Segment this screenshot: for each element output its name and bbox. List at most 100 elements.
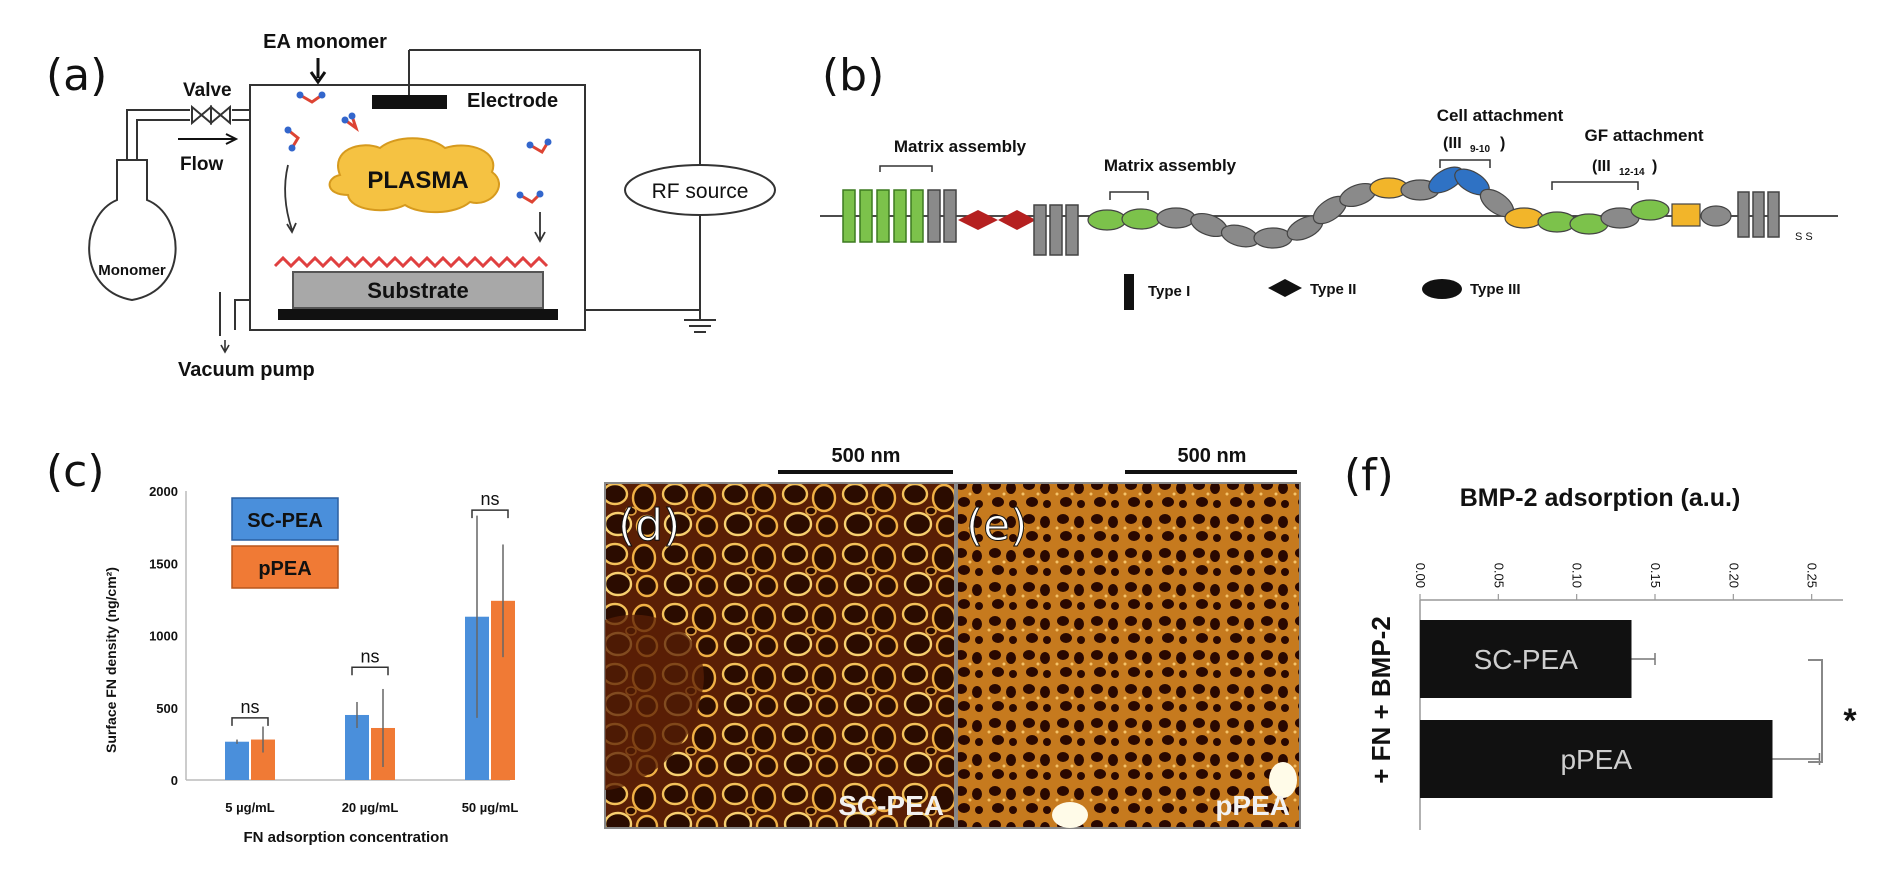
legend-ppea-label: pPEA xyxy=(258,558,311,580)
svg-text:): ) xyxy=(1500,135,1505,152)
panel-a: (a) RF source Electrode EA monomer PLASM… xyxy=(46,31,776,381)
plasma-cloud xyxy=(328,137,500,214)
chart-f-xtick-4: 0.20 xyxy=(1726,563,1741,588)
flask-label: Monomer xyxy=(98,262,166,279)
chart-c-xtick-2: 50 µg/mL xyxy=(462,800,519,815)
afm-e-bright-spot xyxy=(1052,802,1088,828)
chart-c-ylabel: Surface FN density (ng/cm²) xyxy=(103,567,119,753)
electrode-label: Electrode xyxy=(467,90,558,112)
panel-a-label: (a) xyxy=(46,50,107,101)
afm-e-caption: pPEA xyxy=(1215,790,1290,821)
chart-c-ytick-3: 1500 xyxy=(149,556,178,571)
legend-type-ii-label: Type II xyxy=(1310,281,1356,298)
vacuum-line xyxy=(219,292,250,336)
cell-attachment-domain: (III xyxy=(1443,135,1462,152)
afm-image-ppea xyxy=(956,482,1301,829)
legend-sc-pea-label: SC-PEA xyxy=(247,510,323,532)
vacuum-pump-label: Vacuum pump xyxy=(178,359,315,381)
afm-d-caption: SC-PEA xyxy=(838,790,944,821)
valve xyxy=(191,104,212,126)
panel-b: (b) xyxy=(820,50,1838,310)
chart-f-xtick-5: 0.25 xyxy=(1805,563,1820,588)
valve-label: Valve xyxy=(183,80,232,101)
chart-f-title: BMP-2 adsorption (a.u.) xyxy=(1460,484,1741,512)
legend-ppea xyxy=(231,545,339,589)
panel-b-label: (b) xyxy=(822,50,884,101)
feed-pipe xyxy=(126,109,190,162)
type-ii-modules xyxy=(958,210,1036,230)
flow-arrow xyxy=(178,133,239,145)
domain-legend: Type I Type II Type III xyxy=(1124,274,1521,310)
chart-f-bar-label-1: pPEA xyxy=(1560,744,1632,775)
reactor-chamber xyxy=(249,84,586,331)
chart-c-sig-2: ns xyxy=(480,489,499,509)
chart-c-xtick-1: 20 µg/mL xyxy=(342,800,399,815)
svg-text:): ) xyxy=(1652,158,1657,175)
matrix-assembly-label-1: Matrix assembly xyxy=(894,137,1027,156)
substrate xyxy=(292,271,544,309)
chart-f-xtick-0: 0.00 xyxy=(1413,563,1428,588)
legend-type-iii-label: Type III xyxy=(1470,281,1521,298)
gf-attachment-index: 12-14 xyxy=(1619,167,1645,178)
scalebar-d-label: 500 nm xyxy=(832,445,901,467)
rf-source-label: RF source xyxy=(652,180,749,203)
chart-c-sig-1: ns xyxy=(360,646,379,666)
chart-f-bar-1 xyxy=(1420,720,1773,798)
gf-attachment-label: GF attachment xyxy=(1584,126,1703,145)
panel-f-label: (f) xyxy=(1344,450,1394,501)
substrate-holder xyxy=(278,309,558,320)
legend-sc-pea xyxy=(231,497,339,541)
gf-attachment-domain: (III xyxy=(1592,158,1611,175)
panel-c-label: (c) xyxy=(46,446,105,497)
chart-c-ytick-0: 0 xyxy=(171,773,178,788)
panel-c: (c) 0 500 1000 1500 2000 ns 5 µg/mL ns 20 µg/mL n… xyxy=(46,446,518,846)
chart-f-xtick-2: 0.10 xyxy=(1570,563,1585,588)
flow-label: Flow xyxy=(180,154,223,175)
chart-f-xtick-1: 0.05 xyxy=(1491,563,1506,588)
type-iii-modules xyxy=(1087,166,1732,249)
chart-c-xtick-0: 5 µg/mL xyxy=(225,800,274,815)
plasma-label: PLASMA xyxy=(367,167,468,194)
chart-f-bar-label-0: SC-PEA xyxy=(1474,644,1579,675)
chart-f-xtick-3: 0.15 xyxy=(1648,563,1663,588)
panel-e: (e) pPEA 500 nm xyxy=(956,445,1301,829)
monomer-inlet-label: EA monomer xyxy=(263,31,387,53)
panel-d-label: (d) xyxy=(618,500,680,551)
chart-c-legend: SC-PEA pPEA xyxy=(231,497,339,589)
chart-c-sig-bracket-2 xyxy=(471,509,509,519)
panel-d: (d) SC-PEA 500 nm xyxy=(604,445,956,829)
chart-f-bar-0 xyxy=(1420,620,1632,698)
electrode xyxy=(372,95,447,109)
monomer-flask xyxy=(88,159,177,302)
type-i-modules-green xyxy=(842,189,924,243)
scalebar-e-label: 500 nm xyxy=(1178,445,1247,467)
monomer-molecules xyxy=(284,91,552,204)
chart-c-sig-bracket-1 xyxy=(351,666,389,676)
chart-f-side-label: + FN + BMP-2 xyxy=(1366,616,1396,784)
chart-f-sig-bracket xyxy=(1808,659,1823,763)
chart-c-bar-0-0 xyxy=(225,741,249,780)
legend-type-i-swatch xyxy=(1124,274,1134,310)
cell-attachment-label: Cell attachment xyxy=(1437,106,1564,125)
rf-source xyxy=(624,164,776,216)
substrate-label: Substrate xyxy=(367,278,468,303)
chart-c-ytick-1: 500 xyxy=(156,701,178,716)
chart-c-sig-0: ns xyxy=(240,697,259,717)
legend-type-ii-swatch xyxy=(1268,279,1302,297)
panel-e-label: (e) xyxy=(966,500,1027,551)
ss-bond-label: S S xyxy=(1795,231,1813,243)
chart-c-sig-bracket-0 xyxy=(231,717,269,726)
panel-f: (f) BMP-2 adsorption (a.u.) 0.00 0.05 0.10… xyxy=(1344,450,1857,830)
chart-f-sig: * xyxy=(1843,702,1857,740)
chart-c-xlabel: FN adsorption concentration xyxy=(243,829,448,846)
inlet-arrow xyxy=(309,58,327,85)
legend-type-iii-swatch xyxy=(1422,279,1462,299)
chart-c-ytick-4: 2000 xyxy=(149,484,178,499)
chart-c-ytick-2: 1000 xyxy=(149,629,178,644)
polymer-film xyxy=(273,255,549,269)
matrix-assembly-label-2: Matrix assembly xyxy=(1104,156,1237,175)
cell-attachment-index: 9-10 xyxy=(1470,144,1490,155)
chart-c: 0 500 1000 1500 2000 ns 5 µg/mL ns 20 µg/mL ns 50 … xyxy=(149,484,518,815)
